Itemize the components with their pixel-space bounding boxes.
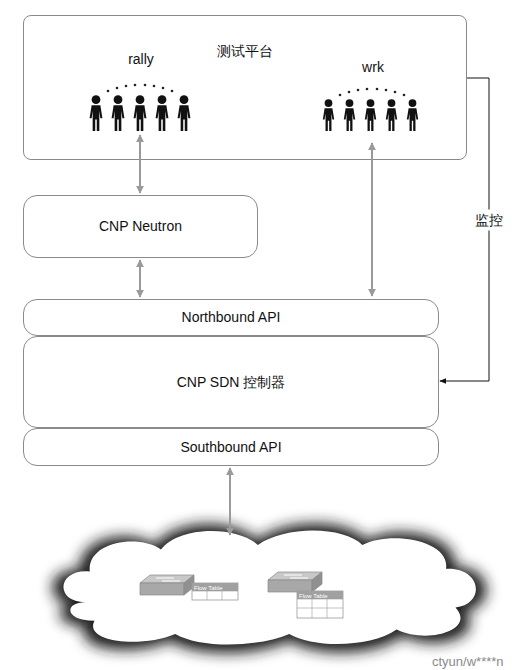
- controller-box: CNP SDN 控制器: [23, 336, 439, 428]
- switch-symbol: [138, 570, 240, 602]
- cloud-fill: [63, 530, 475, 644]
- service-box: CNP Neutron: [23, 195, 258, 258]
- node-label: Northbound API: [182, 309, 281, 326]
- client-group: rally: [89, 51, 193, 133]
- edge-label: 监控: [475, 209, 503, 230]
- client-group: wrk: [321, 59, 425, 134]
- node-label: CNP SDN 控制器: [177, 374, 286, 391]
- watermark: ctyun/w****n: [432, 654, 504, 669]
- network-cloud: Flow TableFlow Table: [35, 515, 500, 655]
- bidirectional-arrow: [139, 260, 141, 297]
- table-header: Flow Table: [299, 592, 328, 600]
- flow-table: [192, 583, 238, 600]
- switch-node: Flow Table: [138, 570, 240, 602]
- node-label: rally: [128, 51, 154, 68]
- node-label: CNP Neutron: [99, 218, 182, 235]
- switch-body: [268, 572, 322, 592]
- flow-table: [297, 591, 343, 618]
- switch-body: [140, 575, 194, 595]
- table-header: Flow Table: [194, 584, 223, 592]
- bidirectional-arrow: [229, 468, 231, 535]
- node-label: wrk: [362, 59, 384, 76]
- api-band: Northbound API: [23, 299, 439, 336]
- bidirectional-arrow: [371, 143, 373, 296]
- rally-crowd: [90, 84, 191, 131]
- node-label: Southbound API: [180, 439, 281, 456]
- bidirectional-arrow: [139, 135, 141, 193]
- switch-node: Flow Table: [266, 568, 346, 620]
- cloud-outline: [35, 515, 500, 655]
- wrk-crowd: [323, 88, 418, 131]
- node-label: 测试平台: [217, 43, 273, 60]
- cloud-shadow: [52, 524, 486, 654]
- platform-box: 测试平台 rally wrk: [23, 15, 467, 160]
- api-band: Southbound API: [23, 428, 439, 466]
